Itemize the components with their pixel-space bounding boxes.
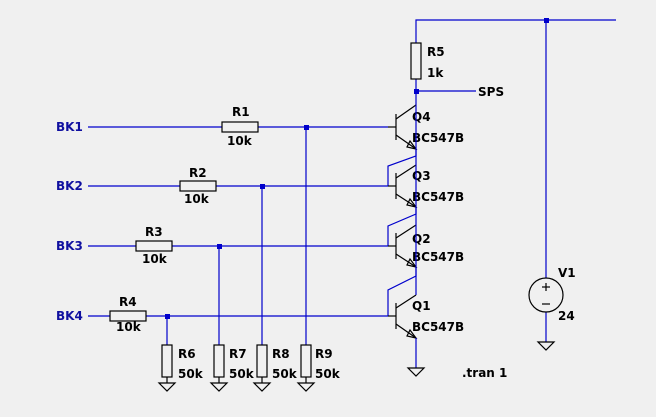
- ground-icon: [157, 377, 177, 392]
- resistor-body: [213, 344, 225, 378]
- resistor-value: 50k: [315, 367, 341, 381]
- wire-top-rail: [415, 19, 616, 43]
- junction-dot: [304, 125, 309, 130]
- junction-dot: [260, 184, 265, 189]
- net-label-sps[interactable]: SPS: [478, 85, 504, 99]
- source-value: 24: [558, 309, 575, 323]
- resistor-value: 1k: [427, 66, 444, 80]
- net-label-bk2[interactable]: BK2: [56, 179, 83, 193]
- spice-directive[interactable]: .tran 1: [462, 366, 507, 380]
- resistor-name: R4: [119, 295, 137, 309]
- junction-dot: [544, 18, 549, 23]
- transistor-model: BC547B: [412, 250, 464, 264]
- resistor-body: [161, 344, 173, 378]
- net-label-bk1[interactable]: BK1: [56, 120, 83, 134]
- voltage-source-v1[interactable]: V1 24: [528, 266, 576, 323]
- resistor-name: R6: [178, 347, 196, 361]
- resistor-r4[interactable]: R4 10k: [109, 295, 147, 334]
- resistor-r6[interactable]: R6 50k: [161, 344, 204, 381]
- junction-dot: [217, 244, 222, 249]
- resistor-r1[interactable]: R1 10k: [221, 105, 259, 148]
- junctions: [165, 18, 549, 319]
- junction-dot: [165, 314, 170, 319]
- resistor-body: [300, 344, 312, 378]
- resistor-r3[interactable]: R3 10k: [135, 225, 173, 266]
- resistor-name: R7: [229, 347, 247, 361]
- resistor-body: [179, 180, 217, 192]
- resistor-name: R1: [232, 105, 250, 119]
- resistor-body: [256, 344, 268, 378]
- resistor-name: R9: [315, 347, 333, 361]
- resistor-name: R8: [272, 347, 290, 361]
- transistor-name: Q1: [412, 299, 431, 313]
- transistor-q2[interactable]: Q2 BC547B: [387, 165, 464, 316]
- ground-symbols: [157, 341, 556, 392]
- net-label-bk4[interactable]: BK4: [56, 309, 83, 323]
- net-label-bk3[interactable]: BK3: [56, 239, 83, 253]
- resistor-name: R2: [189, 166, 207, 180]
- ground-icon: [252, 377, 272, 392]
- transistor-name: Q3: [412, 169, 431, 183]
- ground-icon: [296, 377, 316, 392]
- transistor-model: BC547B: [412, 131, 464, 145]
- ground-icon: [536, 341, 556, 351]
- resistor-r7[interactable]: R7 50k: [213, 344, 255, 381]
- resistor-value: 50k: [272, 367, 298, 381]
- junction-dot: [414, 89, 419, 94]
- resistor-name: R5: [427, 45, 445, 59]
- source-name: V1: [558, 266, 576, 280]
- resistor-value: 50k: [178, 367, 204, 381]
- resistor-r5[interactable]: R5 1k: [410, 42, 445, 80]
- resistor-body: [109, 310, 147, 322]
- resistor-body: [410, 42, 422, 80]
- ground-icon: [406, 367, 426, 377]
- resistor-r9[interactable]: R9 50k: [300, 344, 341, 381]
- transistor-q1[interactable]: Q1 BC547B: [388, 225, 464, 348]
- resistor-name: R3: [145, 225, 163, 239]
- resistor-r8[interactable]: R8 50k: [256, 344, 298, 381]
- resistor-value: 10k: [227, 134, 253, 148]
- transistor-model: BC547B: [412, 320, 464, 334]
- transistor-name: Q2: [412, 232, 431, 246]
- resistor-value: 10k: [184, 192, 210, 206]
- transistor-q3[interactable]: Q3 BC547B: [387, 105, 464, 246]
- resistor-value: 10k: [116, 320, 142, 334]
- transistor-model: BC547B: [412, 190, 464, 204]
- resistor-body: [135, 240, 173, 252]
- wires: [88, 19, 616, 368]
- resistor-r2[interactable]: R2 10k: [179, 166, 217, 206]
- source-body: [528, 277, 564, 313]
- resistor-value: 50k: [229, 367, 255, 381]
- resistor-body: [221, 121, 259, 133]
- resistor-value: 10k: [142, 252, 168, 266]
- transistor-name: Q4: [412, 110, 431, 124]
- ground-icon: [209, 377, 229, 392]
